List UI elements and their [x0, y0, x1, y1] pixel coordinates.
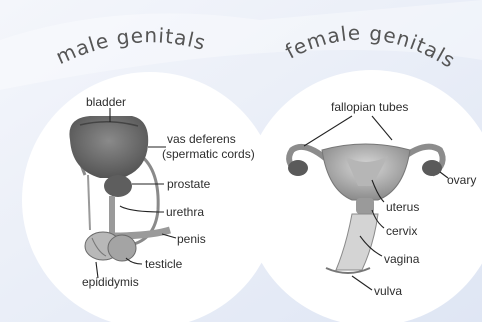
label-urethra: urethra [166, 205, 204, 219]
testicle-right [108, 235, 136, 261]
label-uterus: uterus [386, 200, 419, 214]
ovary-right [422, 160, 442, 176]
ovary-left [288, 160, 308, 176]
male-circle [22, 72, 278, 322]
label-epididymis: epididymis [82, 275, 139, 289]
label-spermatic-cords: (spermatic cords) [162, 147, 255, 161]
prostate-shape [104, 175, 132, 197]
label-bladder: bladder [86, 95, 126, 109]
cervix-shape [356, 198, 374, 214]
label-ovary: ovary [447, 173, 476, 187]
label-penis: penis [177, 232, 206, 246]
label-prostate: prostate [167, 177, 211, 191]
label-vulva: vulva [374, 284, 402, 298]
label-vas-deferens: vas deferens [167, 132, 236, 146]
label-fallopian-tubes: fallopian tubes [331, 100, 408, 114]
label-vagina: vagina [384, 252, 420, 266]
label-testicle: testicle [145, 257, 183, 271]
label-cervix: cervix [386, 224, 417, 238]
